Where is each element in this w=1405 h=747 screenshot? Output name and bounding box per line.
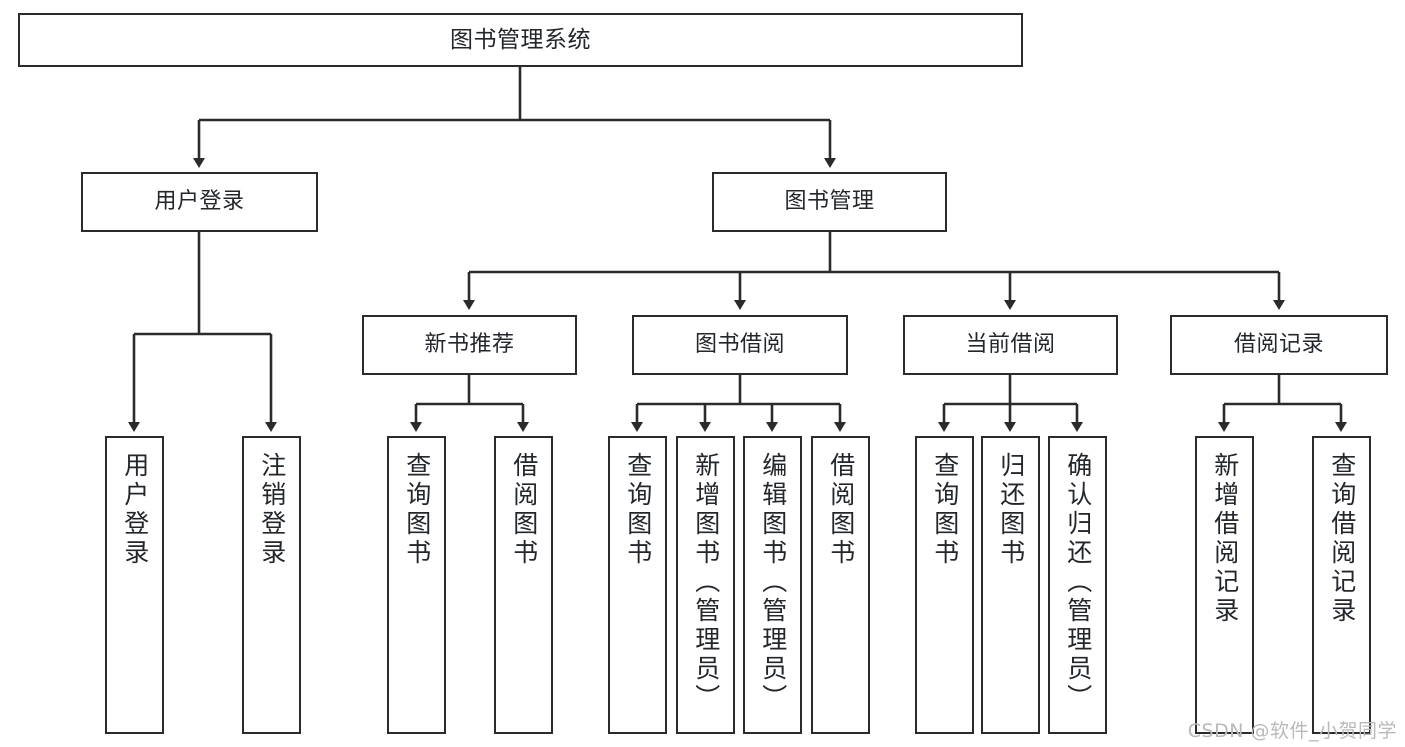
- node-leaf-add-book-label: 新增图书（管理员）: [691, 452, 721, 713]
- node-borrow-record-label: 借阅记录: [1233, 332, 1324, 357]
- node-user-login-label: 用户登录: [154, 189, 245, 214]
- node-new-book-rec[interactable]: 新书推荐: [362, 315, 577, 375]
- node-leaf-query-book-1-label: 查询图书: [402, 452, 432, 568]
- node-leaf-query-record-label: 查询借阅记录: [1327, 452, 1357, 626]
- node-book-borrow[interactable]: 图书借阅: [632, 315, 848, 375]
- node-book-borrow-label: 图书借阅: [694, 332, 785, 357]
- node-leaf-query-book-2[interactable]: 查询图书: [608, 436, 667, 734]
- node-root-label: 图书管理系统: [450, 26, 591, 53]
- node-leaf-query-book-1[interactable]: 查询图书: [387, 436, 446, 734]
- node-leaf-query-book-3-label: 查询图书: [930, 452, 960, 568]
- node-leaf-user-login[interactable]: 用户登录: [105, 436, 164, 734]
- node-leaf-edit-book-label: 编辑图书（管理员）: [758, 452, 788, 713]
- node-leaf-add-book[interactable]: 新增图书（管理员）: [676, 436, 735, 734]
- node-leaf-confirm-return[interactable]: 确认归还（管理员）: [1048, 436, 1107, 734]
- node-borrow-record[interactable]: 借阅记录: [1170, 315, 1388, 375]
- node-leaf-edit-book[interactable]: 编辑图书（管理员）: [743, 436, 802, 734]
- node-book-manage[interactable]: 图书管理: [712, 172, 947, 232]
- node-leaf-borrow-book-2[interactable]: 借阅图书: [811, 436, 870, 734]
- node-root[interactable]: 图书管理系统: [18, 13, 1023, 67]
- node-leaf-user-login-label: 用户登录: [120, 452, 150, 568]
- node-leaf-borrow-book-1[interactable]: 借阅图书: [494, 436, 553, 734]
- node-leaf-borrow-book-1-label: 借阅图书: [509, 452, 539, 568]
- node-book-manage-label: 图书管理: [784, 189, 875, 214]
- node-leaf-borrow-book-2-label: 借阅图书: [826, 452, 856, 568]
- node-leaf-confirm-return-label: 确认归还（管理员）: [1063, 452, 1093, 713]
- node-leaf-return-book-label: 归还图书: [996, 452, 1026, 568]
- node-leaf-query-book-2-label: 查询图书: [623, 452, 653, 568]
- node-user-login[interactable]: 用户登录: [81, 172, 318, 232]
- node-leaf-add-record-label: 新增借阅记录: [1210, 452, 1240, 626]
- node-current-borrow-label: 当前借阅: [965, 332, 1056, 357]
- node-leaf-query-book-3[interactable]: 查询图书: [915, 436, 974, 734]
- node-current-borrow[interactable]: 当前借阅: [903, 315, 1118, 375]
- node-leaf-query-record[interactable]: 查询借阅记录: [1312, 436, 1371, 734]
- node-leaf-add-record[interactable]: 新增借阅记录: [1195, 436, 1254, 734]
- node-new-book-rec-label: 新书推荐: [424, 332, 515, 357]
- node-leaf-logout-login[interactable]: 注销登录: [242, 436, 301, 734]
- node-leaf-logout-login-label: 注销登录: [257, 452, 287, 568]
- node-leaf-return-book[interactable]: 归还图书: [981, 436, 1040, 734]
- csdn-watermark: CSDN @软件_小贺同学: [1187, 720, 1397, 742]
